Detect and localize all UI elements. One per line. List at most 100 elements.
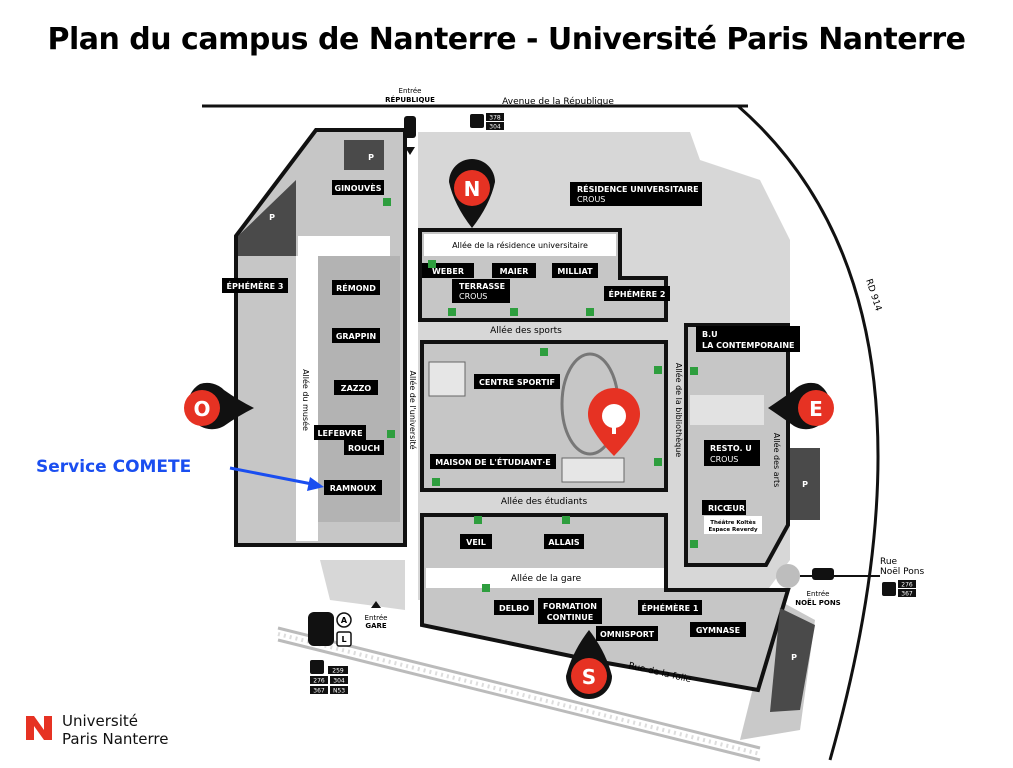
service-comete-label: Service COMETE <box>36 457 191 477</box>
building-centre-sportif-label: CENTRE SPORTIF <box>479 378 555 387</box>
accessible-icon <box>482 584 490 592</box>
building-maison-etudiant[interactable] <box>430 454 556 469</box>
campus-ground-south-west <box>320 560 405 610</box>
marker-west[interactable]: O <box>184 382 254 430</box>
accessible-icon <box>654 458 662 466</box>
building-terrasse[interactable] <box>452 279 510 303</box>
path-label-gare: Allée de la gare <box>511 573 582 584</box>
bus-line-gare-276: 276 <box>313 678 325 685</box>
building-gymnase[interactable] <box>690 622 746 637</box>
accessible-icon <box>586 308 594 316</box>
building-ephemere3-label: ÉPHÉMÈRE 3 <box>227 280 284 291</box>
building-grappin-label: GRAPPIN <box>336 332 376 341</box>
building-bu-sub: LA CONTEMPORAINE <box>702 341 794 350</box>
accessible-icon <box>562 516 570 524</box>
building-grappin[interactable] <box>332 328 380 343</box>
tree-marker[interactable] <box>588 388 640 456</box>
building-formation-continue[interactable] <box>538 598 602 624</box>
entrance-gare-name: GARE <box>365 622 387 630</box>
bus-stop-top: 378 304 <box>470 113 504 131</box>
building-ephemere2[interactable] <box>604 286 670 301</box>
accessible-icon <box>690 367 698 375</box>
accessible-icon <box>540 348 548 356</box>
marker-west-letter: O <box>193 397 210 421</box>
entrance-republique-name: RÉPUBLIQUE <box>385 95 435 104</box>
building-ephemere1[interactable] <box>638 600 702 615</box>
arrow-up-icon <box>371 601 381 608</box>
entrance-republique-word: Entrée <box>399 87 422 95</box>
logo-text: Université Paris Nanterre <box>62 712 168 748</box>
accessible-icon <box>383 198 391 206</box>
parking-south-east <box>770 608 815 712</box>
logo-mark-icon <box>26 716 52 740</box>
building-omnisport-label: OMNISPORT <box>600 630 655 639</box>
building-continue-label: CONTINUE <box>547 613 593 622</box>
building-residence[interactable] <box>570 182 702 206</box>
marker-north-letter: N <box>464 177 481 201</box>
building-zazzo[interactable] <box>334 380 378 395</box>
building-maison-etudiant-label: MAISON DE L'ÉTUDIANT·E <box>435 456 551 467</box>
accessibility-markers <box>383 198 698 592</box>
marker-north[interactable]: N <box>449 159 495 228</box>
building-ephemere1-label: ÉPHÉMÈRE 1 <box>642 602 699 613</box>
allee-gare-path <box>426 568 664 588</box>
building-rouch-label: ROUCH <box>348 444 380 453</box>
allee-residence-path <box>424 234 616 256</box>
building-ginouves[interactable] <box>332 180 384 195</box>
building-lefebvre[interactable] <box>314 425 366 440</box>
accessible-icon <box>474 516 482 524</box>
building-ramnoux[interactable] <box>324 480 382 495</box>
allee-musee-path <box>296 256 318 541</box>
road-label-rue: Rue <box>880 557 898 567</box>
zone-west-white-strip <box>298 236 390 258</box>
accessible-icon <box>448 308 456 316</box>
road-label-rd914: RD 914 <box>863 278 883 313</box>
building-terrasse-label: TERRASSE <box>459 282 505 291</box>
parking-east <box>790 448 820 520</box>
building-ephemere2-label: ÉPHÉMÈRE 2 <box>609 288 666 299</box>
building-ricoeur[interactable] <box>702 500 746 515</box>
building-remond[interactable] <box>332 280 380 295</box>
building-formation-label: FORMATION <box>543 602 597 611</box>
entrance-gare-word: Entrée <box>365 614 388 622</box>
marker-east[interactable]: E <box>768 382 834 430</box>
building-omnisport[interactable] <box>596 626 658 641</box>
path-label-sports: Allée des sports <box>490 325 562 336</box>
building-milliat[interactable] <box>552 263 598 278</box>
building-resto-u[interactable] <box>704 440 760 466</box>
building-delbo[interactable] <box>494 600 534 615</box>
building-resto-u-sub: CROUS <box>710 455 738 464</box>
path-label-universite: Allée de l'université <box>408 370 418 449</box>
path-label-residence: Allée de la résidence universitaire <box>452 240 588 250</box>
building-rouch[interactable] <box>344 440 384 455</box>
building-allais[interactable] <box>544 534 584 549</box>
bus-line-gare-367: 367 <box>313 688 325 695</box>
building-veil[interactable] <box>460 534 492 549</box>
parking-west-top <box>344 140 384 170</box>
building-ephemere3[interactable] <box>222 278 288 293</box>
tree-icon <box>602 404 626 428</box>
building-residence-label: RÉSIDENCE UNIVERSITAIRE <box>577 183 699 194</box>
building-gymnase-label: GYMNASE <box>696 626 740 635</box>
train-l-badge: L <box>341 635 346 644</box>
page-title: Plan du campus de Nanterre - Université … <box>47 22 966 57</box>
building-allais-label: ALLAIS <box>548 538 580 547</box>
bus-stop-right: 276 367 <box>882 580 916 598</box>
bus-line-259: 259 <box>332 668 344 675</box>
ball-courts <box>561 457 625 483</box>
railway <box>277 626 761 762</box>
accessible-icon <box>510 308 518 316</box>
marker-south[interactable]: S <box>566 630 612 699</box>
bus-line-276: 276 <box>901 582 913 589</box>
building-resto-u-label: RESTO. U <box>710 444 752 453</box>
path-label-musee: Allée du musée <box>301 369 311 431</box>
building-maier[interactable] <box>492 263 536 278</box>
path-label-arts: Allée des arts <box>772 433 782 488</box>
university-logo: Université Paris Nanterre <box>24 712 168 748</box>
road-label-avenue: Avenue de la République <box>502 96 614 107</box>
building-centre-sportif[interactable] <box>474 374 560 389</box>
building-bu[interactable] <box>696 326 800 352</box>
bus-line-gare-304: 304 <box>333 678 345 685</box>
building-ginouves-label: GINOUVÈS <box>335 182 382 193</box>
